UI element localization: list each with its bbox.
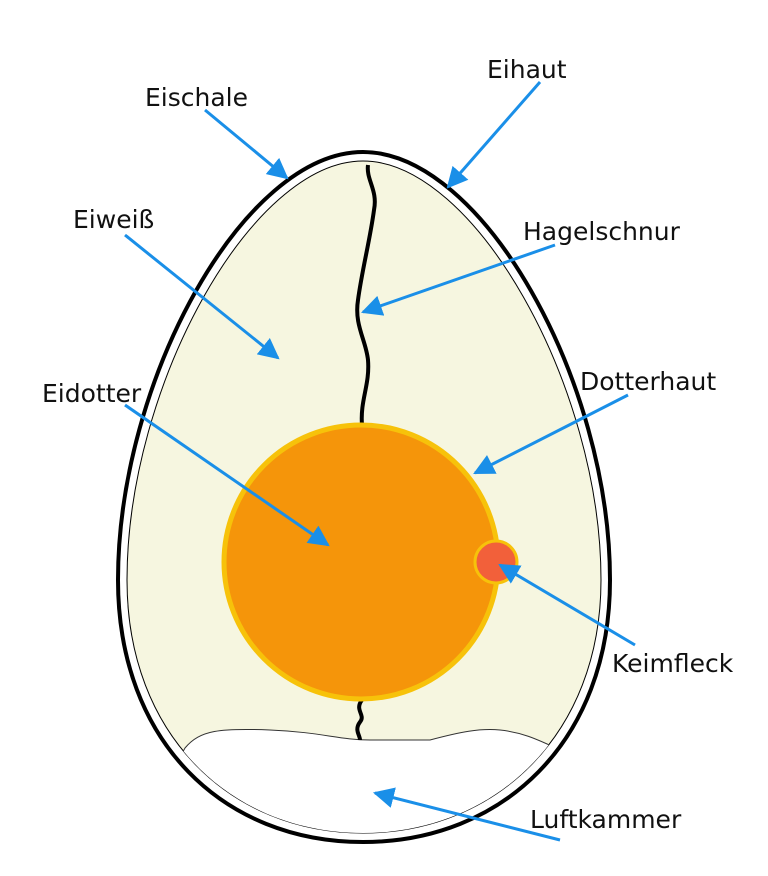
arrow-eihaut <box>446 81 542 189</box>
label-eidotter: Eidotter <box>42 379 142 408</box>
arrow-keimfleck <box>498 563 636 647</box>
label-luftkammer: Luftkammer <box>530 805 682 834</box>
arrow-eiweiss <box>124 233 280 360</box>
chalaza-bottom <box>355 698 364 741</box>
germinal-disc <box>473 539 519 585</box>
arrow-luftkammer <box>372 787 561 842</box>
arrow-hagelschnur <box>361 243 556 316</box>
label-eiweiss: Eiweiß <box>73 205 154 234</box>
label-eischale: Eischale <box>145 83 248 112</box>
arrow-dotterhaut <box>473 393 629 475</box>
arrow-eischale <box>204 108 289 180</box>
label-hagelschnur: Hagelschnur <box>523 217 681 246</box>
label-eihaut: Eihaut <box>487 55 567 84</box>
yolk <box>221 422 501 702</box>
chalaza-top <box>355 164 377 426</box>
label-keimfleck: Keimfleck <box>612 649 734 678</box>
air-chamber <box>127 728 601 833</box>
label-dotterhaut: Dotterhaut <box>580 367 716 396</box>
arrow-eidotter <box>124 403 330 547</box>
